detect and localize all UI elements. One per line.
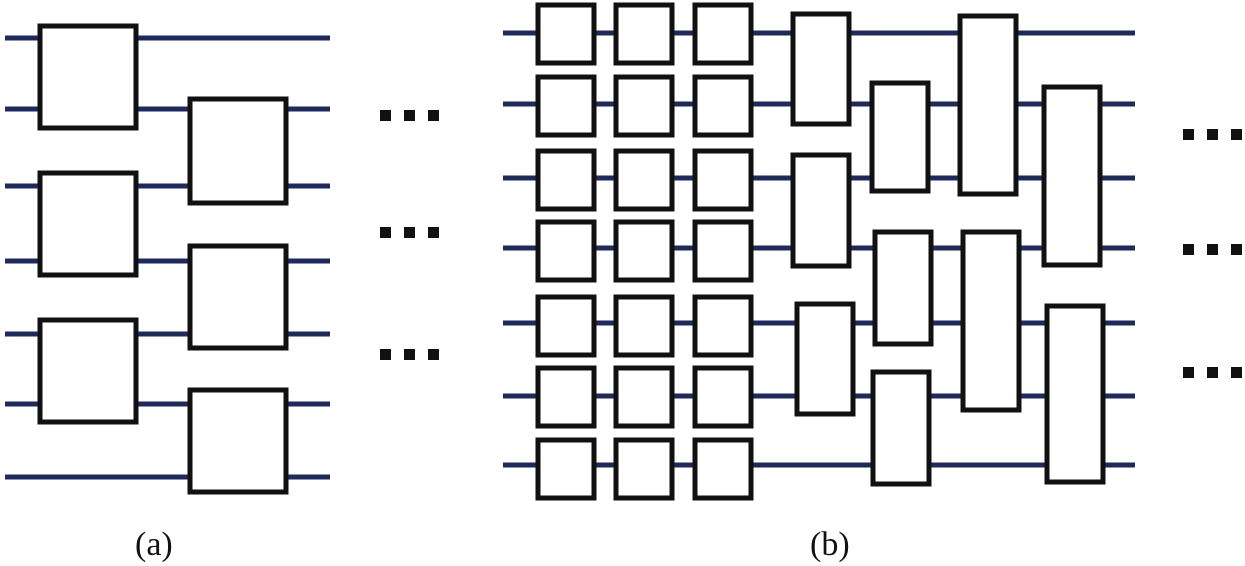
gate-box (37, 317, 139, 425)
gate-box (613, 219, 675, 283)
gate-box (692, 148, 754, 212)
ellipsis-icon (380, 349, 439, 360)
panel-b-two-wire-gates-1 (790, 11, 856, 417)
gate-box (692, 294, 754, 358)
ellipsis-icon (1183, 129, 1242, 140)
gate-box (613, 365, 675, 429)
gate-box (187, 387, 289, 495)
ellipsis-icon (380, 227, 439, 238)
panel-b (503, 2, 1242, 501)
gate-box (692, 219, 754, 283)
gate-box (535, 437, 597, 501)
gate-box (869, 80, 931, 194)
ellipsis-icon (1183, 367, 1242, 378)
panel-a-ellipsis (380, 110, 439, 360)
gate-box (37, 23, 139, 131)
gate-box (613, 437, 675, 501)
panel-b-single-gates (535, 2, 754, 501)
panel-b-two-wire-gates-2 (869, 80, 934, 487)
gate-box (187, 96, 289, 206)
gate-box (872, 229, 934, 347)
gate-box (535, 2, 597, 66)
gate-box (870, 369, 932, 487)
panel-b-three-wire-gates-1 (957, 13, 1022, 413)
gate-box (790, 11, 852, 127)
gate-box (790, 152, 852, 269)
gate-box (535, 148, 597, 212)
gate-box (1041, 84, 1103, 268)
gate-box (957, 13, 1019, 197)
gate-box (692, 437, 754, 501)
gate-box (37, 170, 139, 278)
gate-box (535, 294, 597, 358)
gate-box (535, 219, 597, 283)
ellipsis-icon (380, 110, 439, 121)
gate-box (794, 301, 856, 417)
gate-box (613, 294, 675, 358)
panel-a-gates (37, 23, 289, 495)
gate-box (535, 365, 597, 429)
gate-box (613, 148, 675, 212)
gate-box (692, 2, 754, 66)
gate-box (613, 2, 675, 66)
gate-box (187, 243, 289, 351)
gate-box (692, 365, 754, 429)
gate-box (535, 74, 597, 138)
gate-box (613, 74, 675, 138)
panel-b-caption: (b) (810, 526, 850, 563)
panel-b-three-wire-gates-2 (1041, 84, 1106, 485)
panel-a-caption: (a) (135, 526, 173, 563)
gate-box (1044, 303, 1106, 485)
gate-box (692, 74, 754, 138)
gate-box (960, 229, 1022, 413)
ellipsis-icon (1183, 244, 1242, 255)
panel-b-ellipsis (1183, 129, 1242, 378)
panel-a (5, 23, 439, 495)
